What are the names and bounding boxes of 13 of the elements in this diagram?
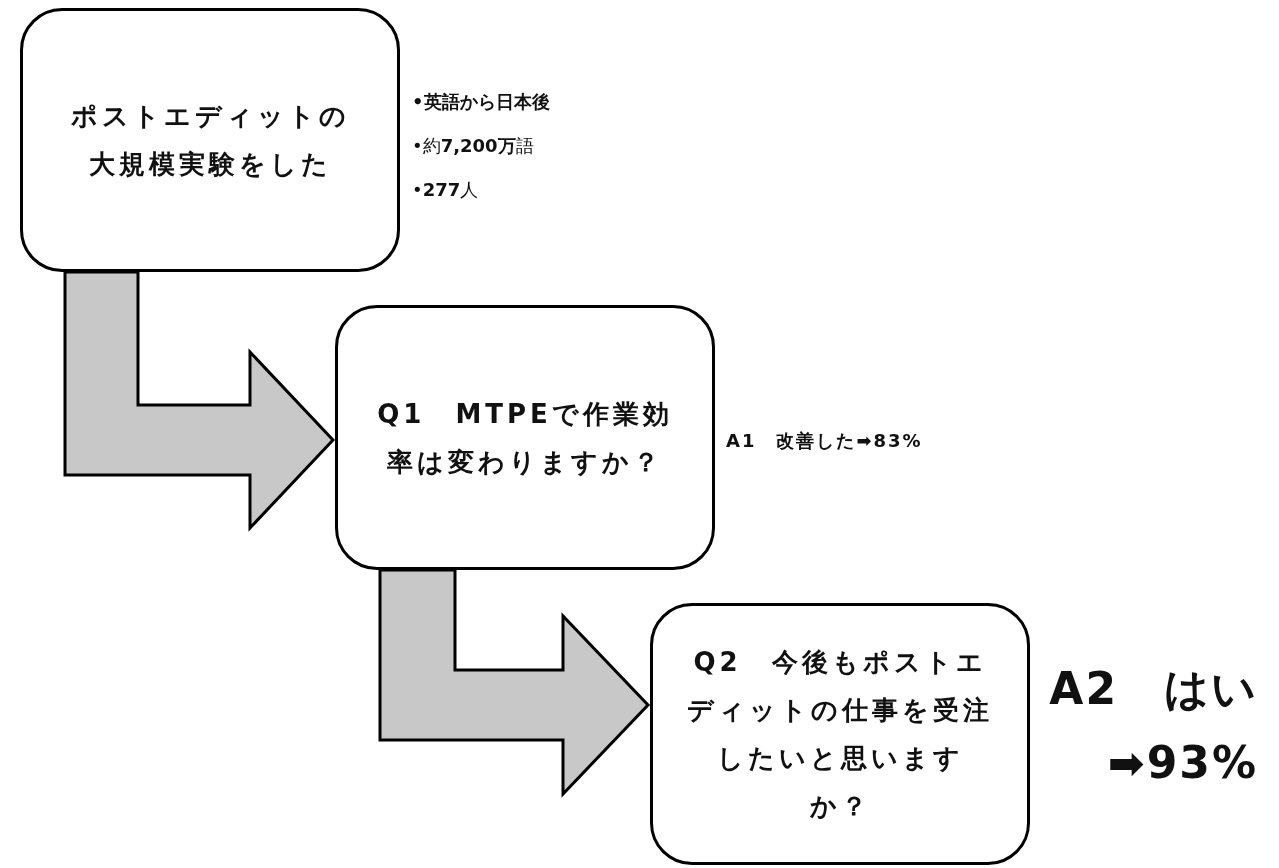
process-box: [335, 305, 715, 570]
annotation-text: •英語から日本後: [412, 90, 550, 114]
block-arrow: [378, 568, 651, 798]
node-text: ポストエディットの大規模実験をした: [69, 100, 351, 181]
annotation-text: A2 はい ➡93%: [1048, 662, 1258, 790]
block-arrow: [63, 270, 336, 532]
annotation-text: •277人: [412, 178, 479, 202]
node-text: Q1 MTPEで作業効率は変わりますか？: [376, 397, 674, 479]
process-box: [650, 603, 1030, 865]
annotation-text: A1 改善した➡83%: [726, 429, 923, 453]
annotation-text: •約7,200万語: [412, 134, 534, 158]
process-box: [20, 8, 400, 272]
node-text: Q2 今後もポストエディットの仕事を受注したいと思いますか？: [687, 646, 993, 823]
